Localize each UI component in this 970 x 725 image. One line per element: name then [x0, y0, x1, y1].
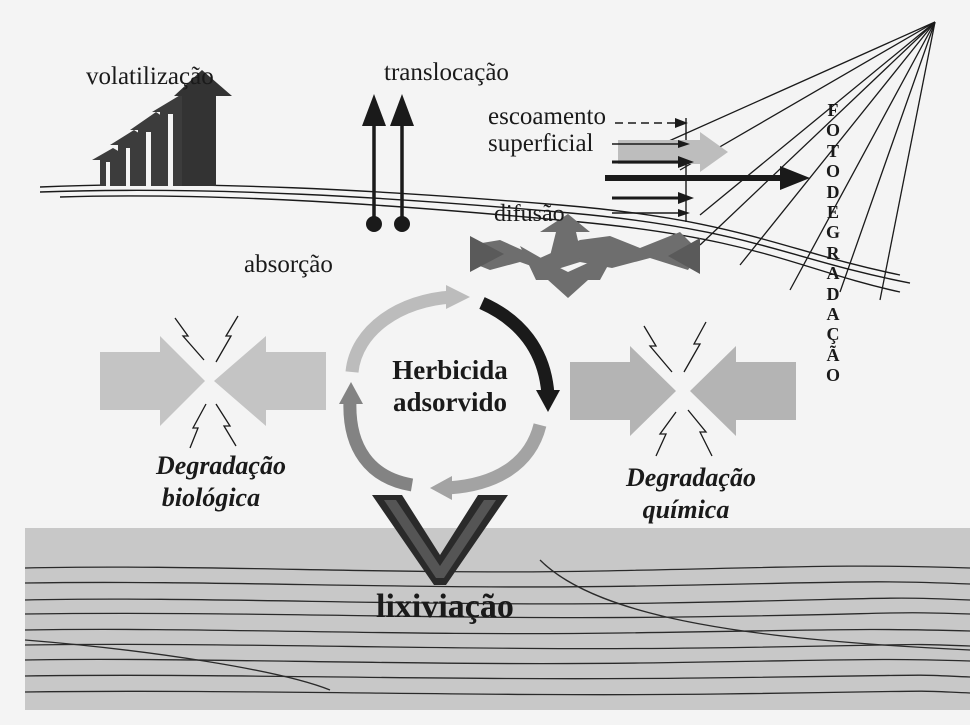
runoff-label-line1: escoamento — [488, 104, 606, 129]
photodegradation-letter: O — [826, 161, 840, 181]
chemical-degradation-symbol — [570, 322, 796, 456]
biological-degradation-line2: biológica — [126, 485, 296, 511]
photodegradation-letter: E — [827, 202, 839, 222]
photodegradation-letter: O — [826, 120, 840, 140]
diffusion-label: difusão — [494, 202, 565, 226]
photodegradation-letter: Ç — [827, 324, 840, 344]
photodegradation-letter: D — [827, 284, 840, 304]
ground-surface-lines — [40, 185, 910, 292]
photodegradation-letter: O — [826, 365, 840, 385]
photodegradation-letter: R — [827, 243, 840, 263]
translocation-arrows — [362, 94, 414, 232]
runoff-label-line2: superficial — [488, 131, 594, 156]
volatilization-label: volatilização — [86, 64, 214, 89]
biological-degradation-symbol — [100, 316, 326, 448]
photodegradation-letter: F — [828, 100, 839, 120]
biological-degradation-line1: Degradação — [126, 453, 316, 479]
absorption-label: absorção — [244, 252, 333, 277]
center-label-line2: adsorvido — [370, 389, 530, 416]
leaching-label: lixiviação — [376, 590, 514, 624]
photodegradation-letter: A — [827, 263, 840, 283]
chemical-degradation-line1: Degradação — [596, 465, 786, 491]
translocation-label: translocação — [384, 60, 509, 85]
photodegradation-letter: D — [827, 182, 840, 202]
photodegradation-letter: G — [826, 222, 840, 242]
photodegradation-letter: A — [827, 304, 840, 324]
chemical-degradation-line2: química — [596, 497, 776, 523]
photodegradation-letter: Ã — [827, 345, 840, 365]
photodegradation-letter: T — [827, 141, 839, 161]
center-label-line1: Herbicida — [370, 357, 530, 384]
